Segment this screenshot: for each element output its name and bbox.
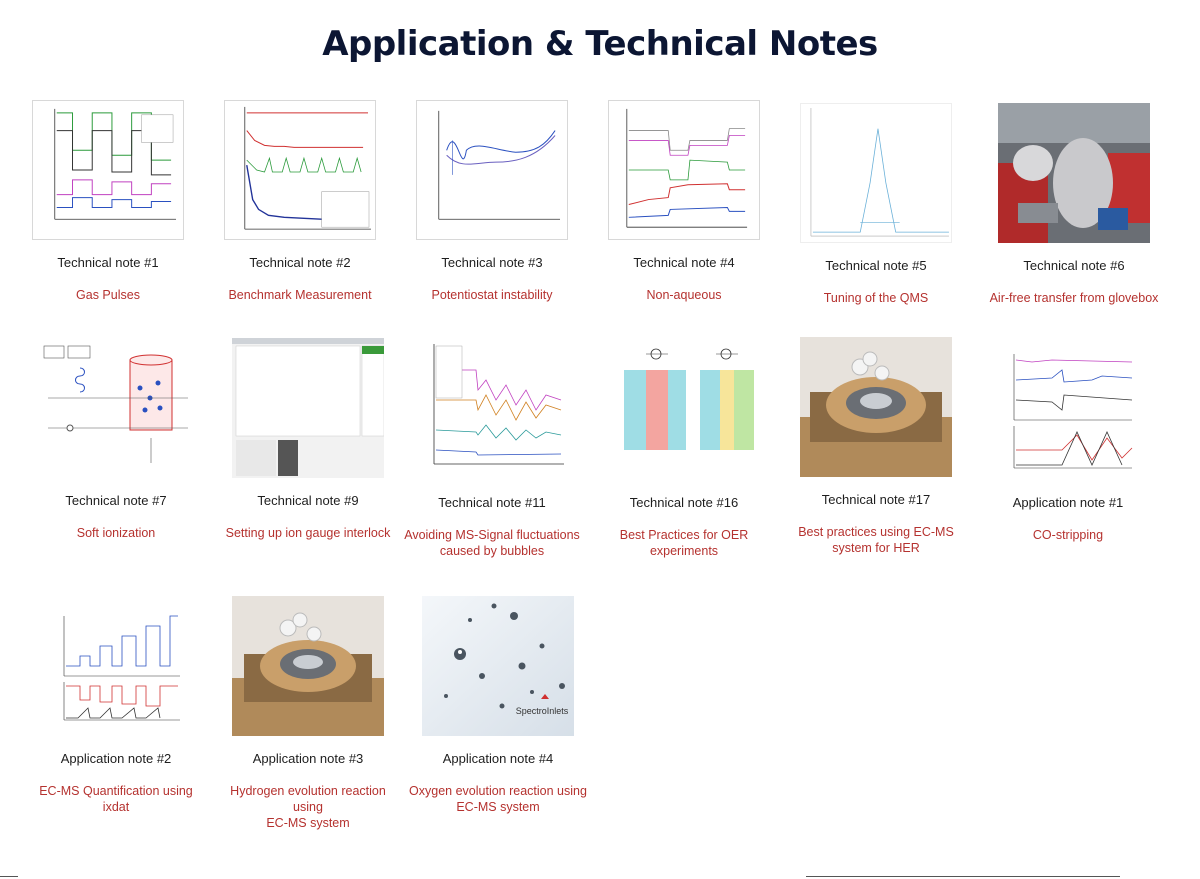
note-label: Technical note #7: [65, 493, 167, 508]
note-card-an4[interactable]: SpectroInlets Application note #4 Oxygen…: [404, 596, 592, 815]
note-card-tn7[interactable]: Technical note #7 Soft ionization: [22, 338, 210, 541]
note-card-tn1[interactable]: Technical note #1 Gas Pulses: [14, 100, 202, 303]
chip-photo-thumbnail[interactable]: [800, 337, 952, 477]
note-card-an3[interactable]: Application note #3 Hydrogen evolution r…: [214, 596, 402, 831]
note-card-tn4[interactable]: Technical note #4 Non-aqueous: [590, 100, 778, 303]
note-card-tn2[interactable]: Technical note #2 Benchmark Measurement: [206, 100, 394, 303]
note-card-tn16[interactable]: Technical note #16 Best Practices for OE…: [590, 340, 778, 559]
spectroinlets-logo-text: SpectroInlets: [516, 706, 569, 716]
note-card-an2[interactable]: Application note #2 EC-MS Quantification…: [22, 596, 210, 815]
quantification-chart-thumbnail[interactable]: [40, 596, 192, 736]
note-label: Application note #3: [252, 751, 364, 766]
note-card-tn11[interactable]: Technical note #11 Avoiding MS-Signal fl…: [398, 340, 586, 559]
note-title-link[interactable]: Gas Pulses: [76, 288, 140, 302]
note-title-link[interactable]: Soft ionization: [76, 526, 156, 540]
note-title-link[interactable]: Best practices using EC-MS system for HE…: [798, 525, 954, 555]
note-label: Technical note #17: [821, 492, 931, 507]
footer-divider-right: [806, 876, 1120, 877]
note-title-link[interactable]: EC-MS Quantification using ixdat: [39, 784, 193, 814]
note-title-link[interactable]: Potentiostat instability: [431, 288, 553, 302]
note-title-link[interactable]: Non-aqueous: [646, 288, 722, 302]
ion-current-chart-thumbnail[interactable]: [32, 100, 184, 240]
note-title-link[interactable]: CO-stripping: [1032, 528, 1104, 542]
chip-photo-thumbnail[interactable]: [232, 596, 384, 736]
note-label: Technical note #11: [438, 495, 546, 510]
note-title-link[interactable]: Hydrogen evolution reaction using EC-MS …: [230, 784, 386, 830]
software-screenshot-thumbnail[interactable]: [232, 338, 384, 478]
signal-chart-thumbnail[interactable]: [416, 340, 568, 480]
note-card-tn9[interactable]: Technical note #9 Setting up ion gauge i…: [214, 338, 402, 541]
note-title-link[interactable]: Oxygen evolution reaction using EC-MS sy…: [409, 784, 587, 814]
ion-current-chart-thumbnail[interactable]: [224, 100, 376, 240]
note-title-link[interactable]: Best Practices for OER experiments: [619, 528, 749, 558]
glovebox-photo-thumbnail[interactable]: [998, 103, 1150, 243]
note-label: Technical note #3: [441, 255, 543, 270]
note-label: Application note #2: [60, 751, 172, 766]
note-label: Technical note #6: [1023, 258, 1125, 273]
note-label: Technical note #1: [57, 255, 159, 270]
note-label: Technical note #5: [825, 258, 927, 273]
note-card-tn3[interactable]: Technical note #3 Potentiostat instabili…: [398, 100, 586, 303]
note-label: Technical note #16: [629, 495, 739, 510]
note-title-link[interactable]: Benchmark Measurement: [228, 288, 372, 302]
note-label: Application note #1: [1012, 495, 1124, 510]
note-label: Technical note #9: [257, 493, 359, 508]
note-title-link[interactable]: Tuning of the QMS: [823, 291, 929, 305]
page-title: Application & Technical Notes: [322, 24, 878, 64]
note-card-an1[interactable]: Application note #1 CO-stripping: [974, 340, 1162, 543]
note-label: Technical note #4: [633, 255, 735, 270]
note-label: Application note #4: [442, 751, 554, 766]
footer-divider-left: [0, 876, 18, 877]
note-card-tn17[interactable]: Technical note #17 Best practices using …: [782, 337, 970, 556]
cv-chart-thumbnail[interactable]: [416, 100, 568, 240]
ion-current-chart-thumbnail[interactable]: [608, 100, 760, 240]
peak-chart-thumbnail[interactable]: [800, 103, 952, 243]
bubbles-photo-thumbnail[interactable]: SpectroInlets: [422, 596, 574, 736]
note-title-link[interactable]: Avoiding MS-Signal fluctuations caused b…: [404, 528, 580, 558]
note-label: Technical note #2: [249, 255, 351, 270]
note-card-tn5[interactable]: Technical note #5 Tuning of the QMS: [782, 103, 970, 306]
note-title-link[interactable]: Air-free transfer from glovebox: [989, 291, 1159, 305]
ionization-diagram-thumbnail[interactable]: [40, 338, 192, 478]
note-card-tn6[interactable]: Technical note #6 Air-free transfer from…: [980, 103, 1168, 306]
cell-diagram-thumbnail[interactable]: [608, 340, 760, 480]
note-title-link[interactable]: Setting up ion gauge interlock: [225, 526, 391, 540]
stripping-chart-thumbnail[interactable]: [992, 340, 1144, 480]
